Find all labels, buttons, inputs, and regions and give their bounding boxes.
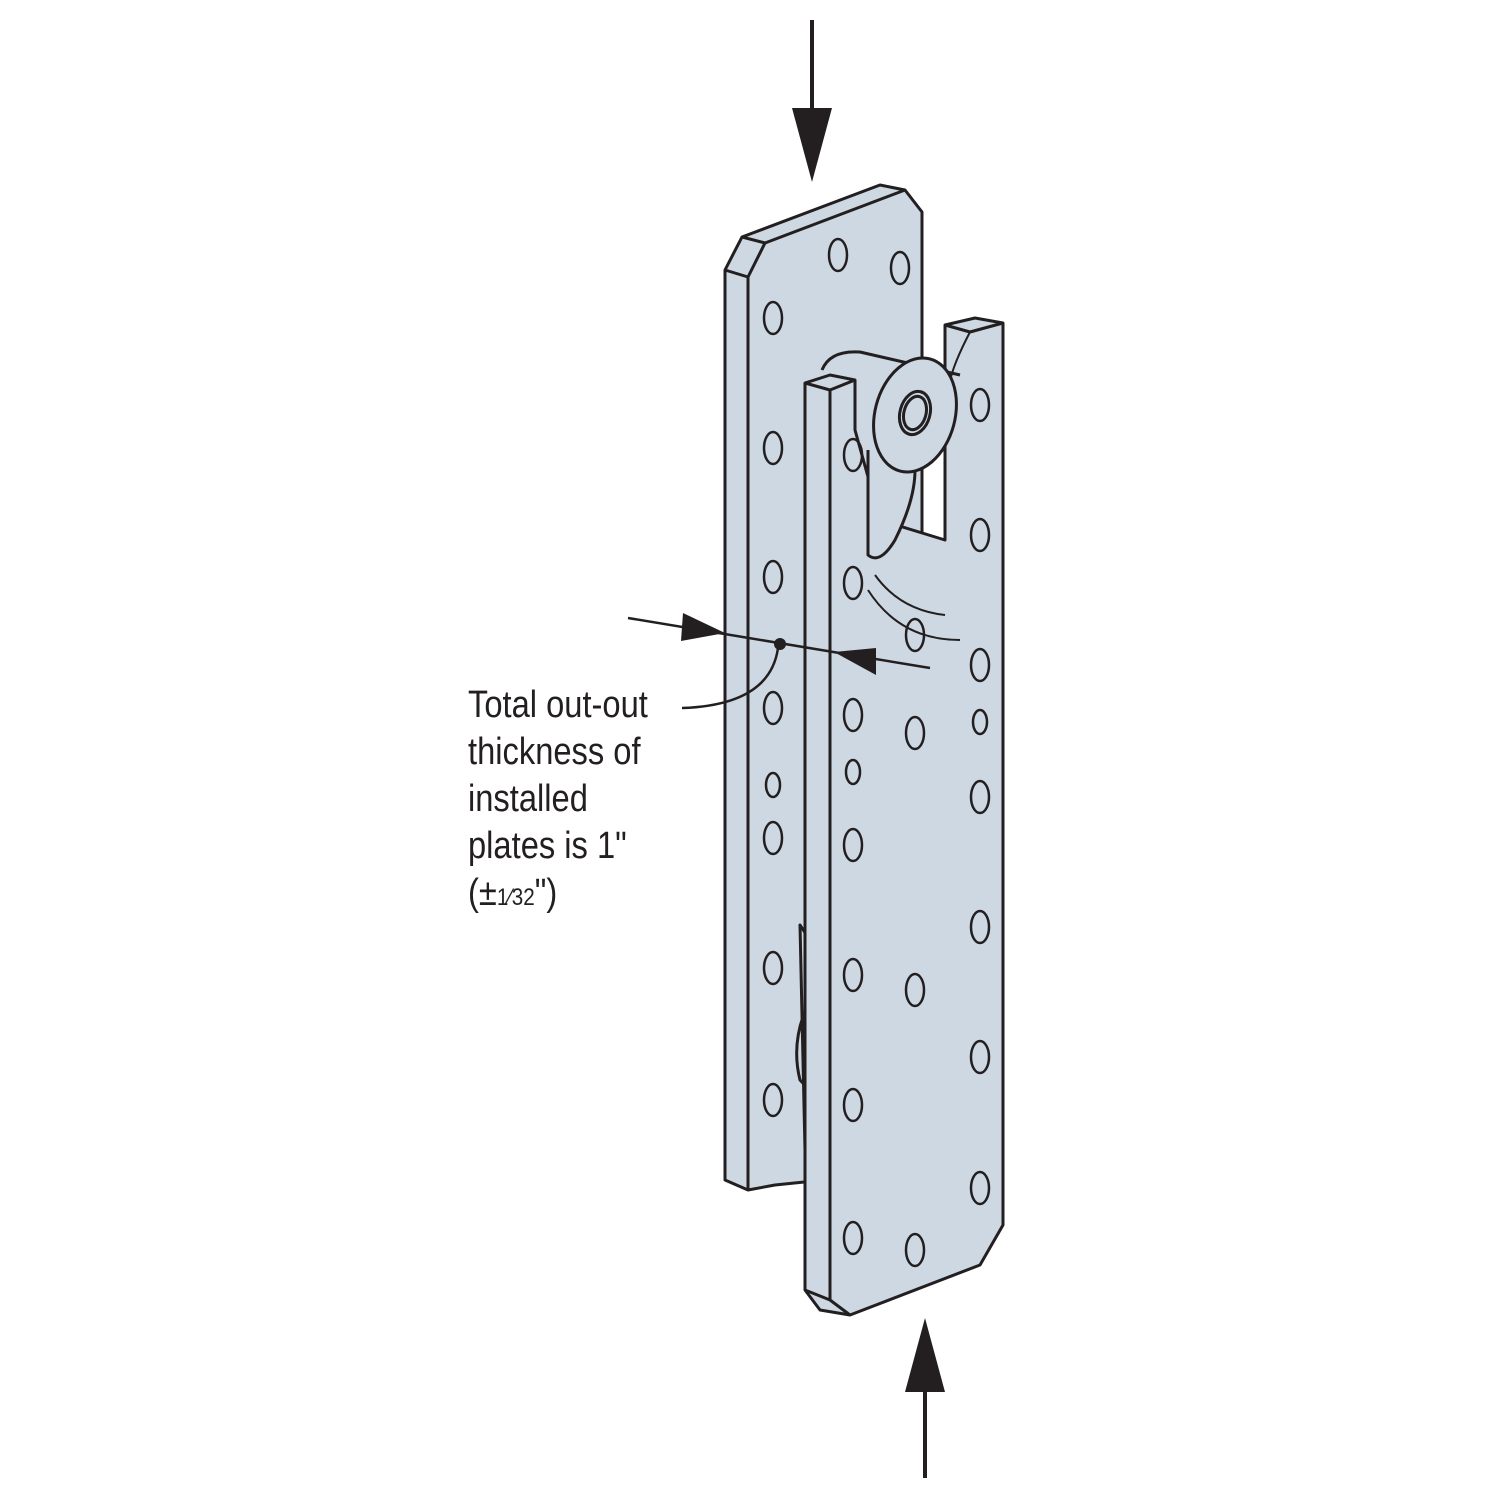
callout-tolerance: (±1⁄32"): [468, 870, 648, 917]
callout-line-4: plates is 1": [468, 825, 627, 867]
thickness-callout: Total out-out thickness of installed pla…: [468, 682, 648, 917]
up-arrow-bottom: [905, 1318, 945, 1478]
callout-line-1: Total out-out: [468, 684, 648, 726]
callout-line-2: thickness of: [468, 731, 641, 773]
down-arrow-top: [792, 20, 832, 182]
callout-line-3: installed: [468, 778, 588, 820]
thickness-dimension-arrows: [627, 613, 931, 710]
tolerance-fraction: 1⁄32: [496, 884, 535, 911]
fastener-holes: [762, 237, 991, 1268]
tolerance-open: (±: [468, 872, 497, 914]
front-plate: [803, 316, 1005, 1317]
tolerance-close: "): [534, 872, 558, 914]
